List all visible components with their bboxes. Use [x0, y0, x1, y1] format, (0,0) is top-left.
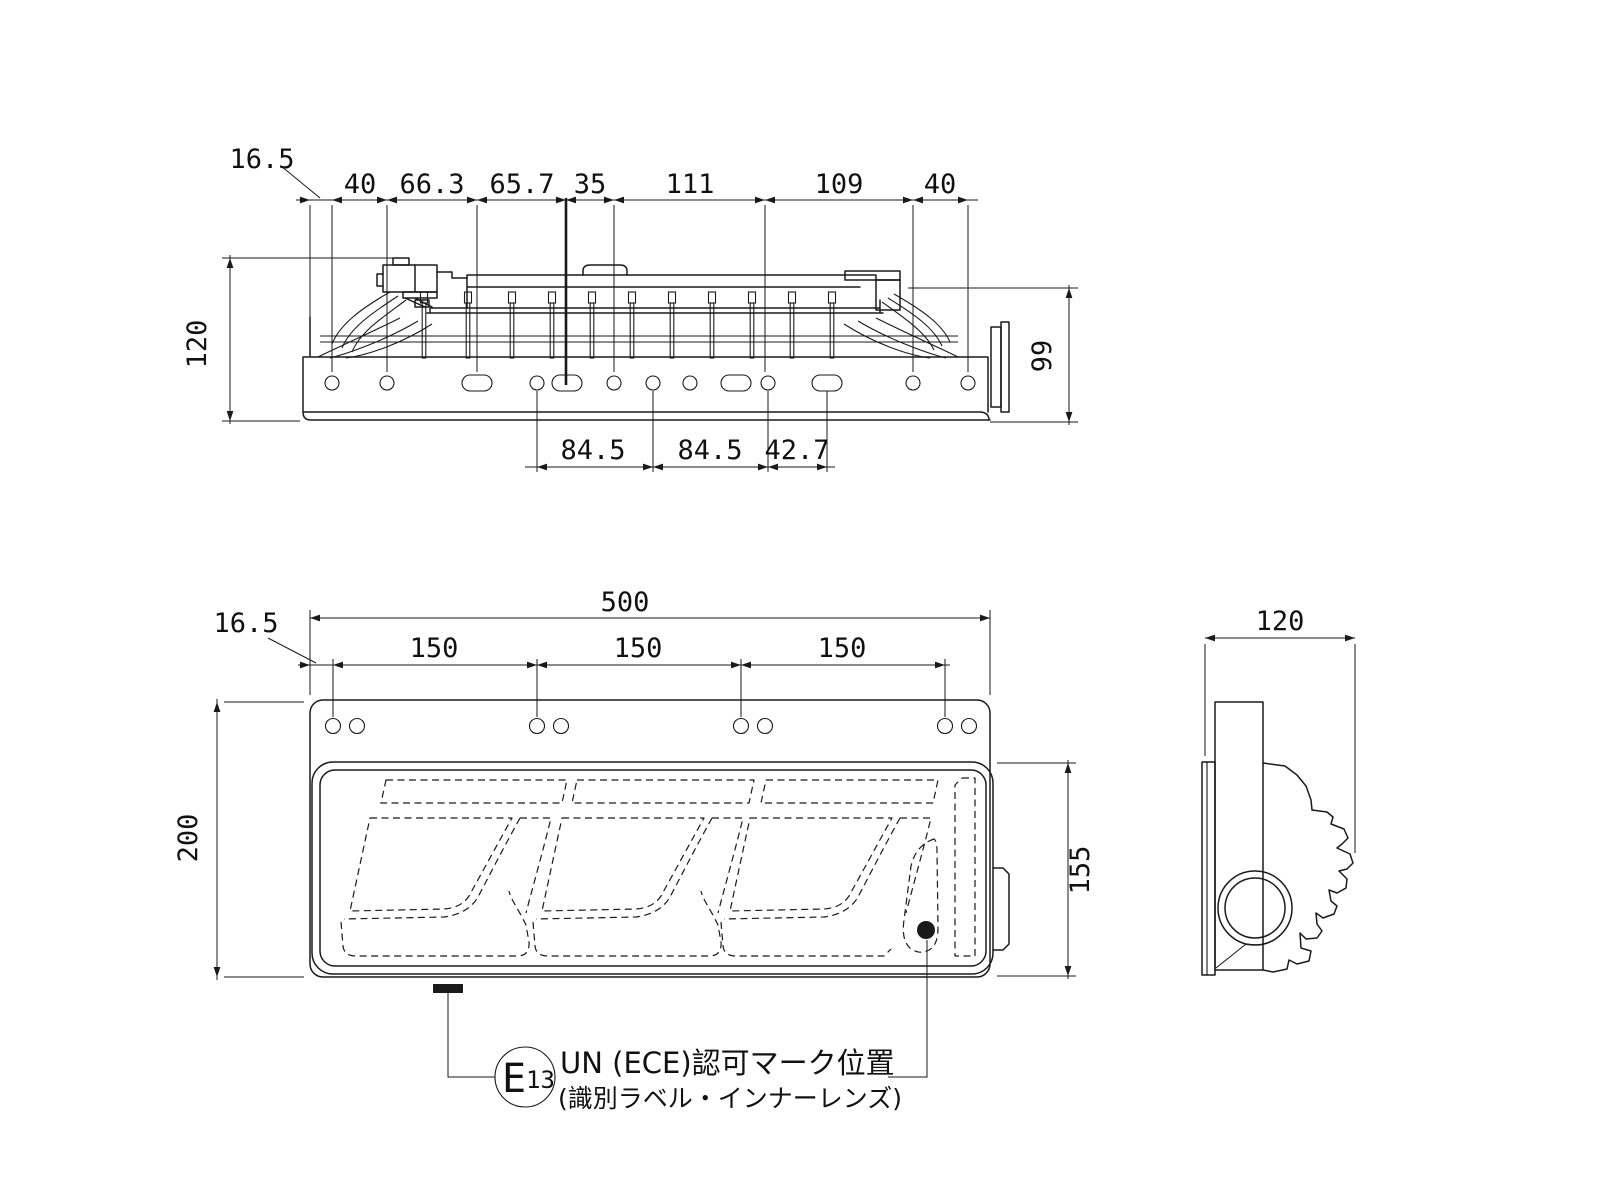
front-view-dimensions: 500 16.5 150 150 150 200 155 — [173, 587, 1096, 980]
callout-leader-right — [888, 940, 928, 1078]
dim-top-109: 109 — [815, 169, 864, 200]
callout-text-line1: UN (ECE)認可マーク位置 — [560, 1046, 895, 1080]
callout-leader-left — [447, 993, 495, 1078]
lens-outer — [311, 761, 994, 975]
top-view-mounting-holes — [324, 374, 976, 392]
leader-16-5 — [280, 165, 321, 199]
housing-profile — [1262, 762, 1354, 973]
lens-inner — [319, 769, 987, 967]
side-view-dimensions: 120 — [1204, 606, 1356, 853]
dim-top-16-5: 16.5 — [229, 144, 294, 175]
side-connector-bump — [992, 867, 1010, 951]
lens-segments-hidden-lines — [340, 777, 976, 957]
top-view-body — [302, 257, 1010, 421]
grommet-outer — [1217, 870, 1293, 946]
harness-wires-right — [843, 293, 959, 359]
dim-front-150b: 150 — [614, 633, 663, 664]
side-view: 120 — [1201, 606, 1356, 976]
leader-front-16-5 — [267, 637, 317, 664]
led-pins — [419, 291, 837, 359]
front-view: 500 16.5 150 150 150 200 155 — [173, 587, 1096, 993]
harness-wires-left — [317, 291, 433, 359]
mounting-bracket — [309, 699, 991, 978]
dim-top-65-7: 65.7 — [489, 169, 554, 200]
dim-top-40a: 40 — [344, 169, 377, 200]
front-view-body — [309, 699, 1010, 993]
dim-bottom-84-5b: 84.5 — [677, 435, 742, 466]
grommet-inner — [1224, 877, 1286, 939]
dim-top-66-3: 66.3 — [399, 169, 464, 200]
e-mark-circle — [494, 1046, 556, 1108]
dim-front-500: 500 — [601, 587, 650, 618]
dim-top-111: 111 — [666, 169, 715, 200]
e-mark-letter: E — [502, 1056, 526, 1102]
lens-edge — [1201, 761, 1216, 976]
approval-mark-tick — [433, 984, 463, 993]
dim-front-155: 155 — [1065, 846, 1096, 895]
dim-bottom-84-5a: 84.5 — [560, 435, 625, 466]
dim-front-150a: 150 — [410, 633, 459, 664]
dim-top-height-99: 99 — [1027, 340, 1058, 373]
dim-bottom-42-7: 42.7 — [764, 435, 829, 466]
side-view-body — [1201, 701, 1354, 976]
approval-mark-dot — [917, 921, 935, 939]
dim-top-height-120: 120 — [182, 320, 213, 369]
dim-top-40b: 40 — [924, 169, 957, 200]
dim-top-35: 35 — [574, 169, 607, 200]
dim-front-16-5: 16.5 — [213, 608, 278, 639]
e-mark-number: 13 — [526, 1066, 555, 1094]
callout-text-line2: (識別ラベル・インナーレンズ) — [558, 1084, 902, 1113]
approval-callout: E 13 UN (ECE)認可マーク位置 (識別ラベル・インナーレンズ) — [447, 940, 928, 1113]
dim-front-200: 200 — [173, 814, 204, 863]
bracket-edge — [1214, 701, 1264, 971]
top-view-dimensions: 16.5 40 66.3 65.7 35 111 109 40 120 99 — [182, 144, 1078, 472]
dim-side-120: 120 — [1256, 606, 1305, 637]
front-mounting-holes — [324, 717, 978, 735]
dim-front-150c: 150 — [818, 633, 867, 664]
top-view: 16.5 40 66.3 65.7 35 111 109 40 120 99 — [182, 144, 1078, 472]
